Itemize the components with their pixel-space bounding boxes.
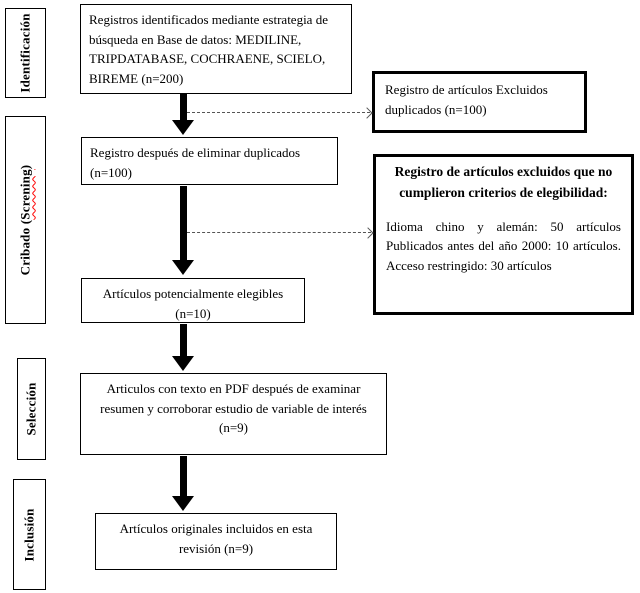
stage-label-cribado-misspelled-word: Screning: [17, 169, 33, 220]
exclusion-box-eligibility-title: Registro de artículos excluidos que no c…: [394, 164, 613, 200]
stage-box-inclusion: Inclusión: [13, 479, 46, 590]
arrow-shaft: [179, 456, 187, 496]
stage-label-inclusion: Inclusión: [21, 507, 37, 562]
stage-label-cribado-prefix: Cribado (: [17, 219, 33, 276]
arrow-shaft: [179, 324, 187, 356]
exclusion-box-eligibility: Registro de artículos excluidos que no c…: [373, 154, 634, 315]
stage-box-cribado: Cribado (Screning): [5, 116, 46, 324]
arrowhead-down-icon: [172, 120, 194, 135]
stage-label-seleccion: Selección: [23, 382, 39, 436]
arrow-shaft: [179, 186, 187, 260]
arrow-down-pdf-to-included: [172, 456, 194, 511]
exclusion-box-eligibility-body: Idioma chino y alemán: 50 artículos Publ…: [386, 218, 621, 273]
flow-box-included-in-review: Artículos originales incluidos en esta r…: [95, 513, 337, 570]
exclusion-box-duplicates: Registro de artículos Excluidos duplicad…: [372, 71, 587, 133]
arrowhead-right-icon: [361, 107, 373, 119]
stage-box-seleccion: Selección: [17, 358, 46, 460]
flow-box-after-duplicates-removed: Registro después de eliminar duplicados …: [81, 137, 338, 185]
arrow-down-identified-to-deduplicated: [172, 94, 194, 135]
arrowhead-right-icon: [362, 227, 374, 239]
stage-label-cribado: Cribado (Screning): [18, 165, 34, 276]
arrowhead-down-icon: [172, 260, 194, 275]
arrow-down-deduplicated-to-eligible: [172, 186, 194, 275]
stage-label-cribado-suffix: ): [17, 164, 33, 170]
flow-box-pdf-full-text: Articulos con texto en PDF después de ex…: [80, 373, 387, 455]
arrow-down-eligible-to-pdf: [172, 324, 194, 371]
flow-box-potentially-eligible: Artículos potencialmente elegibles (n=10…: [81, 278, 305, 323]
dashed-arrow-to-excluded-duplicates: [187, 107, 373, 119]
arrowhead-down-icon: [172, 496, 194, 511]
flow-box-records-identified: Registros identificados mediante estrate…: [80, 4, 352, 94]
arrowhead-down-icon: [172, 356, 194, 371]
arrow-shaft: [179, 94, 187, 120]
dashed-arrow-to-excluded-eligibility: [187, 227, 374, 239]
stage-box-identificacion: Identificación: [5, 8, 46, 98]
stage-label-identificacion: Identificación: [17, 13, 33, 93]
